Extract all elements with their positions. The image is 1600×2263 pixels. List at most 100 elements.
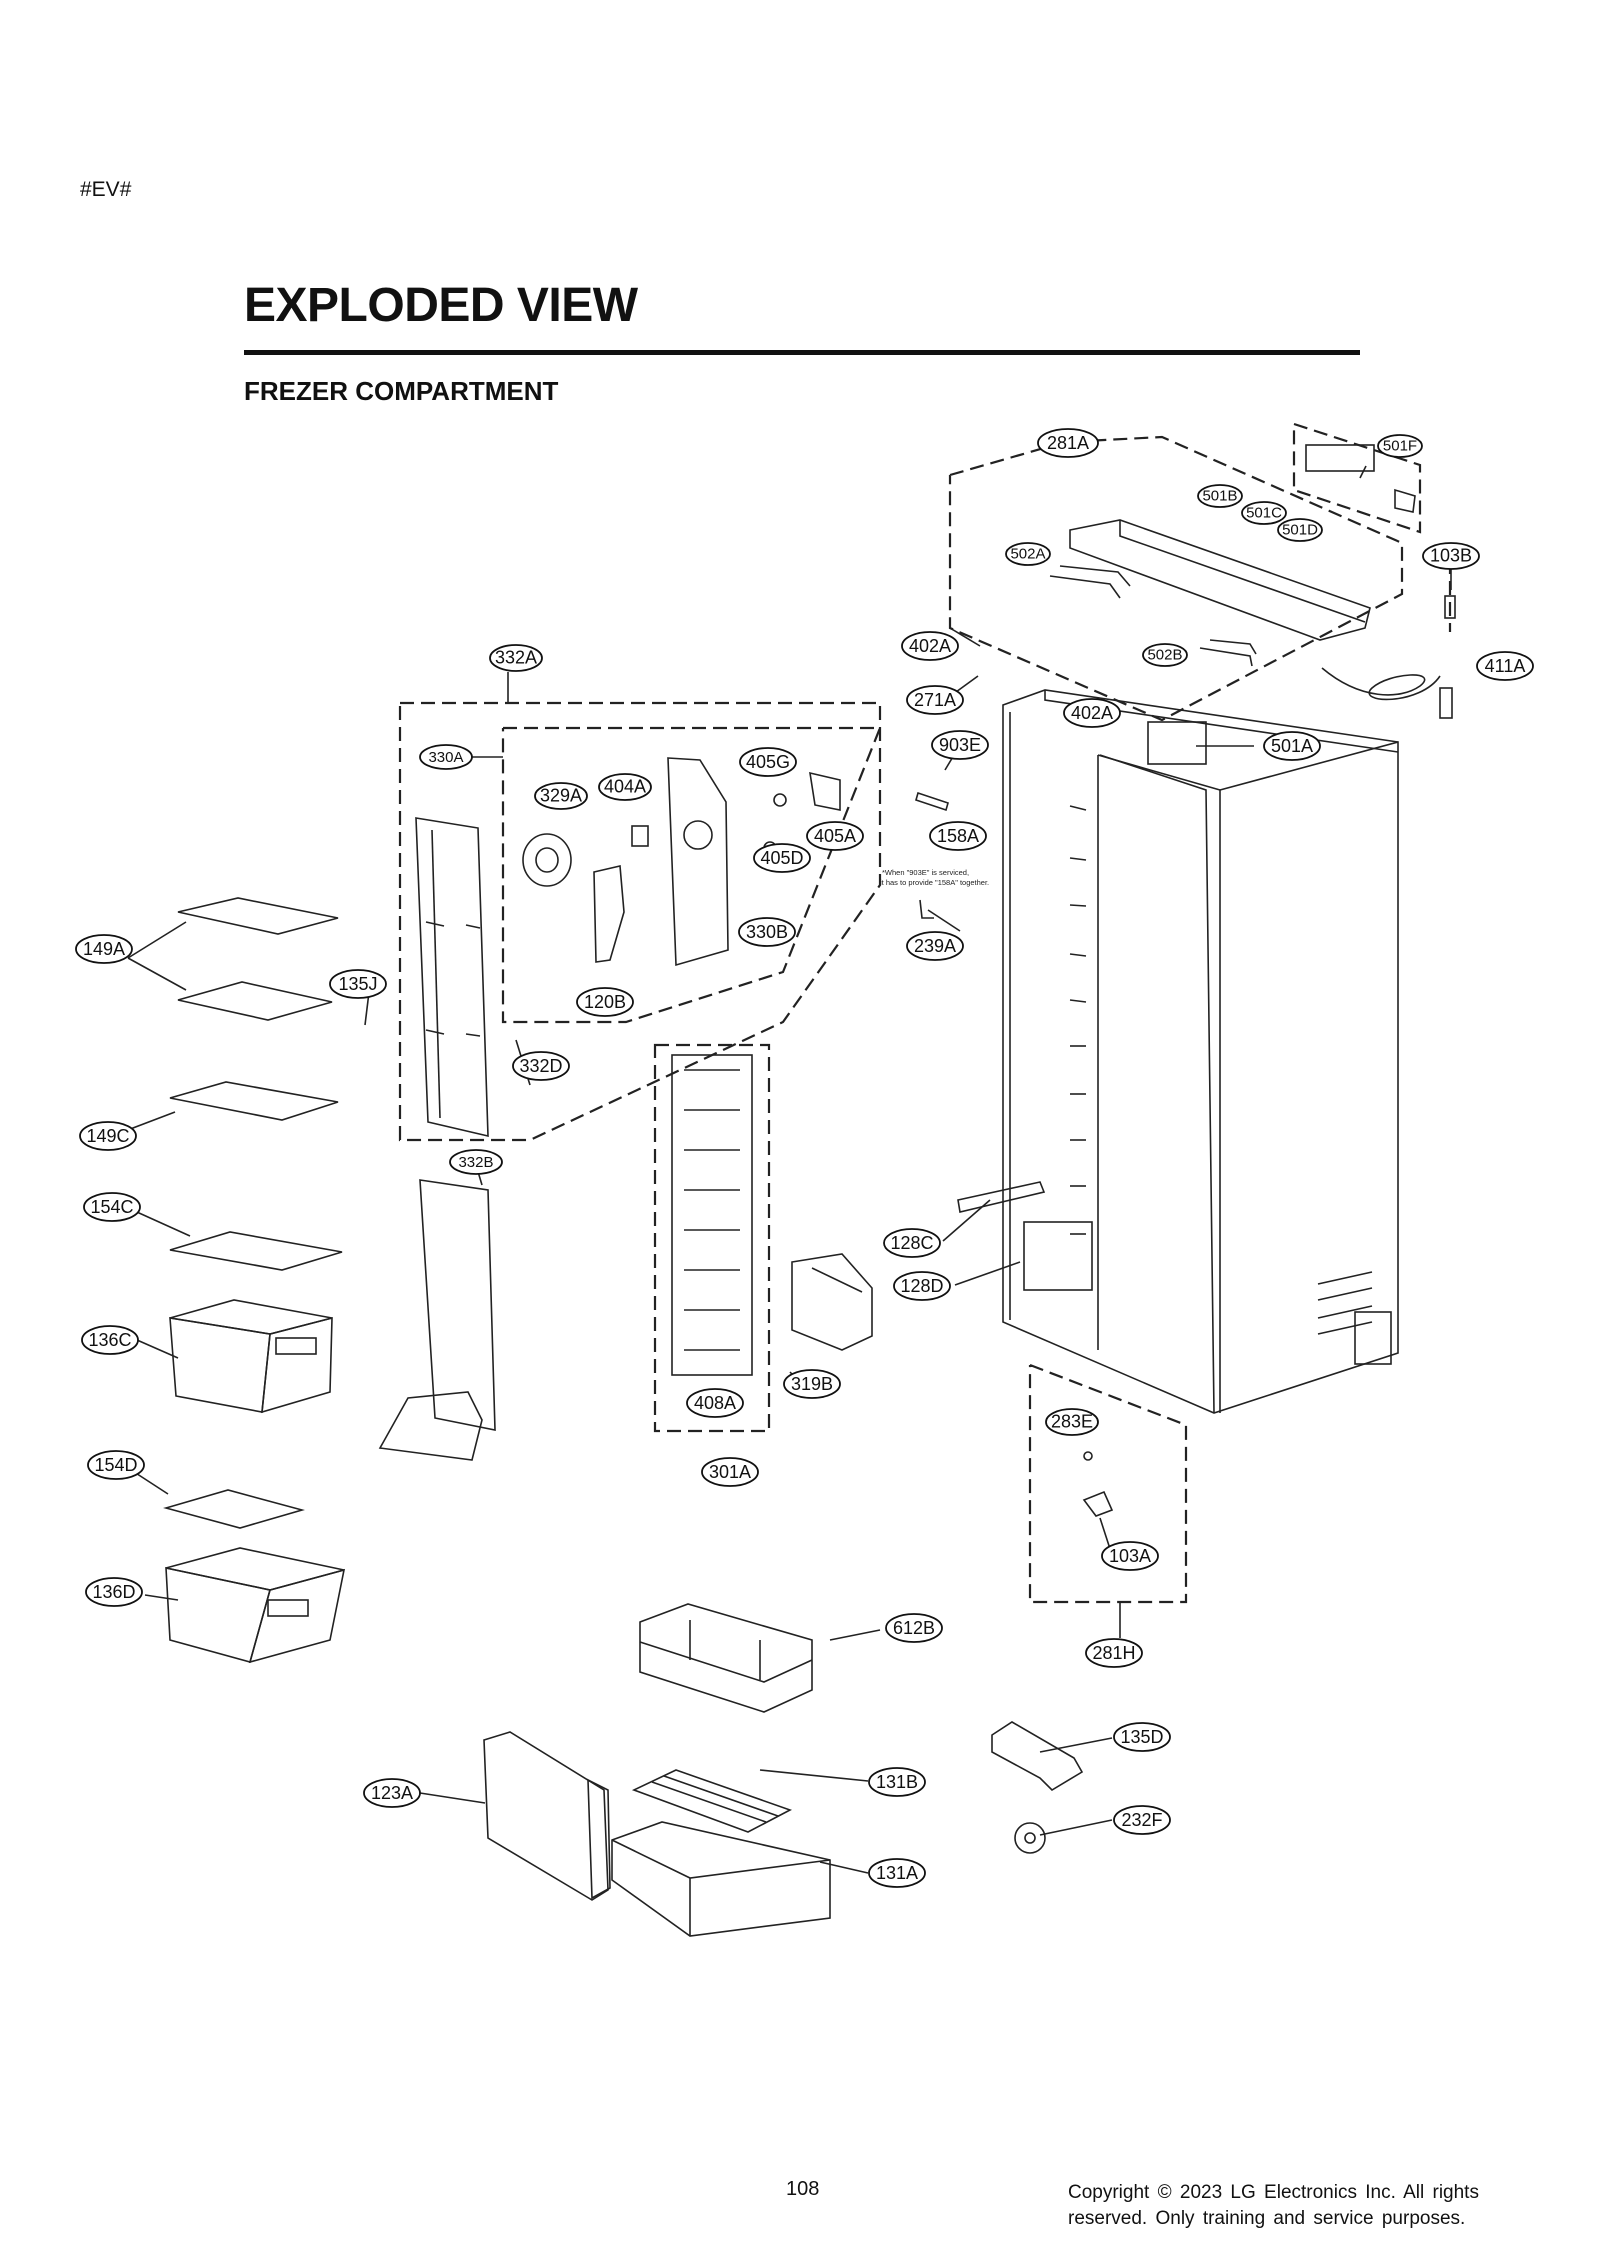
callout-bubble: [783, 1369, 841, 1399]
callout-label: 501D: [1282, 522, 1318, 539]
callout-label: 149A: [83, 939, 125, 959]
callout-103b: 103B: [1422, 542, 1480, 570]
callout-label: 330B: [746, 922, 788, 942]
cabinet-part: [1002, 689, 1399, 1414]
callout-bubble: [1377, 434, 1423, 458]
callout-131a: 131A: [868, 1858, 926, 1888]
callout-bubble: [79, 1121, 137, 1151]
callout-label: 232F: [1121, 1810, 1162, 1830]
callout-bubble: [1063, 698, 1121, 728]
callout-bubble: [806, 821, 864, 851]
callout-bubble: [686, 1388, 744, 1418]
callout-405d: 405D: [753, 843, 811, 873]
callout-411a: 411A: [1476, 651, 1534, 681]
hinge-parts: [991, 1451, 1114, 1854]
callout-154d: 154D: [87, 1450, 145, 1480]
ice-bin-door-123a: [483, 1731, 611, 1901]
shelf-154d: [163, 1489, 305, 1529]
callout-bubble: [701, 1457, 759, 1487]
group-boundary-301a: [653, 1043, 771, 1433]
callout-label: 128D: [900, 1276, 943, 1296]
rail-parts: [915, 791, 1093, 1291]
callout-bubble: [1263, 731, 1321, 761]
callout-bubble: [576, 987, 634, 1017]
evaporator-part: [671, 1054, 753, 1376]
callout-label: 154D: [94, 1455, 137, 1475]
callout-bubble: [753, 843, 811, 873]
callout-bubble: [75, 934, 133, 964]
callout-612b: 612B: [885, 1613, 943, 1643]
callout-label: 135D: [1120, 1727, 1163, 1747]
callout-label: 128C: [890, 1233, 933, 1253]
copyright-notice: Copyright © 2023 LG Electronics Inc. All…: [1068, 2180, 1538, 2232]
callout-bubble: [1476, 651, 1534, 681]
callout-136c: 136C: [81, 1325, 139, 1355]
callout-405g: 405G: [739, 747, 797, 777]
copyright-line-1: Copyright © 2023 LG Electronics Inc. All…: [1068, 2182, 1479, 2203]
callout-label: 103A: [1109, 1546, 1151, 1566]
group-boundary-332a: [398, 701, 882, 1142]
callout-332a: 332A: [489, 644, 543, 672]
callout-bubble: [363, 1778, 421, 1808]
callout-501b: 501B: [1197, 484, 1243, 508]
cabinet-shelf-rails: [1069, 805, 1087, 1235]
callout-bubble: [868, 1858, 926, 1888]
page-number: 108: [786, 2178, 820, 2200]
callout-label: 332D: [519, 1056, 562, 1076]
section-subtitle: FREZER COMPARTMENT: [244, 376, 559, 406]
ice-maker-612b: [639, 1603, 813, 1713]
callout-label: 502A: [1010, 546, 1045, 563]
callout-149c: 149C: [79, 1121, 137, 1151]
callout-label: 154C: [90, 1197, 133, 1217]
callout-281a: 281A: [1037, 428, 1099, 458]
callout-label: 903E: [939, 735, 981, 755]
callout-154c: 154C: [83, 1192, 141, 1222]
callout-bubble: [931, 730, 989, 760]
callout-bubble: [906, 685, 964, 715]
callout-bubble: [906, 931, 964, 961]
callout-149a: 149A: [75, 934, 133, 964]
callout-128c: 128C: [883, 1228, 941, 1258]
callout-501c: 501C: [1241, 501, 1287, 525]
shelf-149a-upper: [177, 897, 339, 935]
service-note-line-1: *When "903E" is serviced,: [882, 868, 969, 877]
callout-label: 136C: [88, 1330, 131, 1350]
callout-502a: 502A: [1005, 542, 1051, 566]
evaporator-cover-part: [415, 817, 489, 1138]
callout-label: 281A: [1047, 433, 1089, 453]
callout-bubble: [449, 1149, 503, 1175]
callout-bubble: [85, 1577, 143, 1607]
callout-bubble: [885, 1613, 943, 1643]
callout-bubble: [868, 1767, 926, 1797]
callout-label: 319B: [791, 1374, 833, 1394]
callout-bubble: [738, 917, 796, 947]
callout-bubble: [1005, 542, 1051, 566]
callout-319b: 319B: [783, 1369, 841, 1399]
callout-bubble: [893, 1271, 951, 1301]
callout-330a: 330A: [419, 744, 473, 770]
group-boundary-281a: [948, 422, 1452, 722]
callout-281h: 281H: [1085, 1638, 1143, 1668]
callout-label: 501C: [1246, 505, 1282, 522]
callout-bubble: [1037, 428, 1099, 458]
callout-bubble: [1277, 518, 1323, 542]
callout-bubble: [1085, 1638, 1143, 1668]
callout-bubble: [81, 1325, 139, 1355]
callout-bubble: [883, 1228, 941, 1258]
callout-332d: 332D: [512, 1051, 570, 1081]
callout-329a: 329A: [534, 782, 588, 810]
callout-330b: 330B: [738, 917, 796, 947]
callout-label: 120B: [584, 992, 626, 1012]
callout-label: 402A: [909, 636, 951, 656]
callout-label: 612B: [893, 1618, 935, 1638]
callout-bubble: [901, 631, 959, 661]
callout-408a: 408A: [686, 1388, 744, 1418]
power-cord-part: [1321, 595, 1456, 719]
callout-label: 332A: [495, 647, 537, 667]
callout-bubble: [489, 644, 543, 672]
duct-319b-part: [791, 1253, 873, 1351]
service-note-line-2: it has to provide "158A" together.: [880, 878, 989, 887]
bin-136d: [165, 1547, 346, 1664]
callout-283e: 283E: [1045, 1408, 1099, 1436]
